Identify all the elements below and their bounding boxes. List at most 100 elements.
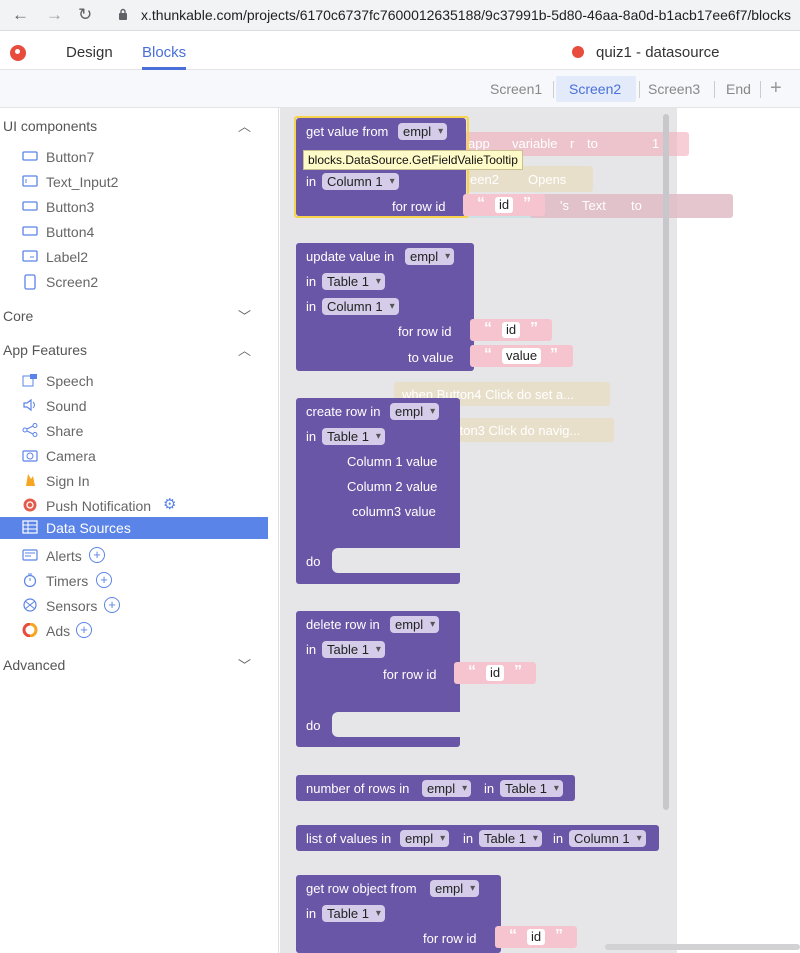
sidebar-item-speech[interactable]: Speech [20,370,278,392]
string-value[interactable]: value [502,348,542,364]
table-dropdown[interactable]: Table 1 [500,780,563,797]
forward-arrow-icon[interactable]: → [46,5,63,24]
sidebar-item-sign-in[interactable]: Sign In [20,470,278,492]
sidebar-item-ads[interactable]: Ads + [20,620,278,642]
add-sensor-icon[interactable]: + [104,597,120,613]
sidebar-item-label: Timers [46,573,89,589]
sidebar-item-label: Text_Input2 [46,174,119,190]
sidebar-item-screen2[interactable]: Screen2 [20,271,278,293]
sidebar-item-label: Label2 [46,249,89,265]
do-slot[interactable] [332,712,460,737]
chevron-up-icon[interactable]: ︿ [238,119,252,134]
column-dropdown[interactable]: Column 1 [322,173,399,190]
sidebar-item-push-notification[interactable]: Push Notification ⚙ [20,495,278,517]
ghost-text: Text [582,198,606,213]
block-label: do [306,718,321,733]
table-dropdown[interactable]: Table 1 [322,273,385,290]
gear-icon[interactable]: ⚙ [163,496,177,513]
horizontal-scrollbar[interactable] [605,944,800,950]
address-bar[interactable]: x.thunkable.com/projects/6170c6737fc7600… [141,7,791,23]
source-dropdown[interactable]: empl [405,248,455,265]
screen-tab-end[interactable]: End [726,81,751,97]
section-ui-components[interactable]: UI components [3,118,98,134]
chevron-down-icon[interactable]: ﹀ [238,658,252,673]
reload-icon[interactable]: ↻ [78,5,93,24]
sidebar-item-text-input2[interactable]: Text_Input2 [20,171,278,193]
chevron-up-icon[interactable]: ︿ [238,343,252,358]
button-icon [22,226,38,236]
timer-icon [23,573,37,587]
label-icon [22,250,38,262]
string-block[interactable]: “value” [470,345,573,367]
add-alert-icon[interactable]: + [89,547,105,563]
string-value[interactable]: id [527,929,546,945]
do-slot[interactable] [332,548,460,573]
screen-tab-screen1[interactable]: Screen1 [490,81,543,97]
sidebar-item-button4[interactable]: Button4 [20,221,278,243]
table-icon [22,520,38,534]
blocks-workspace[interactable]: app variable r to 1 een2 Opens 's Text t… [280,108,800,953]
source-dropdown[interactable]: empl [430,880,480,897]
block-label: Column 1 value [347,454,438,469]
sidebar-item-sensors[interactable]: Sensors + [20,595,278,617]
block-label: Column 2 value [347,479,438,494]
sidebar-item-data-sources[interactable]: Data Sources [0,517,268,539]
project-name[interactable]: quiz1 - datasource [596,44,720,61]
tab-blocks[interactable]: Blocks [142,44,187,61]
tab-design[interactable]: Design [66,44,113,61]
speech-icon [22,374,37,387]
add-timer-icon[interactable]: + [96,572,112,588]
string-value[interactable]: id [502,322,521,338]
ads-icon [22,623,38,637]
sidebar-item-camera[interactable]: Camera [20,445,278,467]
table-dropdown[interactable]: Table 1 [479,830,542,847]
screen-tabs-bar: Screen1 Screen2 Screen3 End + [0,70,800,108]
sidebar-item-label2[interactable]: Label2 [20,246,278,268]
string-block[interactable]: “id” [463,194,545,216]
add-screen-button[interactable]: + [770,77,782,99]
push-notification-icon [23,498,37,512]
sidebar-item-timers[interactable]: Timers + [20,570,278,592]
block-label: get row object from [306,881,417,896]
sidebar-item-label: Sound [46,398,87,414]
table-dropdown[interactable]: Table 1 [322,641,385,658]
column-dropdown[interactable]: Column 1 [322,298,399,315]
ghost-block-text-string [530,194,733,218]
back-arrow-icon[interactable]: ← [12,5,29,24]
string-value[interactable]: id [486,665,505,681]
sidebar-item-button7[interactable]: Button7 [20,146,278,168]
source-dropdown[interactable]: empl [400,830,450,847]
divider [714,81,715,98]
string-value[interactable]: id [495,197,514,213]
sidebar-item-label: Speech [46,373,94,389]
add-ads-icon[interactable]: + [76,622,92,638]
active-screen-highlight [556,76,636,102]
sidebar-item-label: Ads [46,623,71,639]
section-app-features[interactable]: App Features [3,342,88,358]
vertical-scrollbar[interactable] [663,114,669,810]
column-dropdown[interactable]: Column 1 [569,830,646,847]
table-dropdown[interactable]: Table 1 [322,905,385,922]
source-dropdown[interactable]: empl [390,616,440,633]
source-dropdown[interactable]: empl [398,123,448,140]
active-tab-indicator [142,67,186,70]
sidebar-item-sound[interactable]: Sound [20,395,278,417]
source-dropdown[interactable]: empl [390,403,440,420]
source-dropdown[interactable]: empl [422,780,472,797]
string-block[interactable]: “id” [495,926,577,948]
chevron-down-icon[interactable]: ﹀ [238,309,252,324]
screen-tab-screen2[interactable]: Screen2 [569,81,622,97]
table-dropdown[interactable]: Table 1 [322,428,385,445]
string-block[interactable]: “id” [470,319,552,341]
section-advanced[interactable]: Advanced [3,657,66,673]
speaker-icon [23,398,35,412]
section-core[interactable]: Core [3,308,34,324]
block-label: in [306,429,317,444]
sidebar-item-label: Camera [46,448,96,464]
sidebar-item-alerts[interactable]: Alerts + [20,545,278,567]
sensor-icon [23,598,37,612]
string-block[interactable]: “id” [454,662,536,684]
sidebar-item-button3[interactable]: Button3 [20,196,278,218]
screen-tab-screen3[interactable]: Screen3 [648,81,701,97]
sidebar-item-share[interactable]: Share [20,420,278,442]
